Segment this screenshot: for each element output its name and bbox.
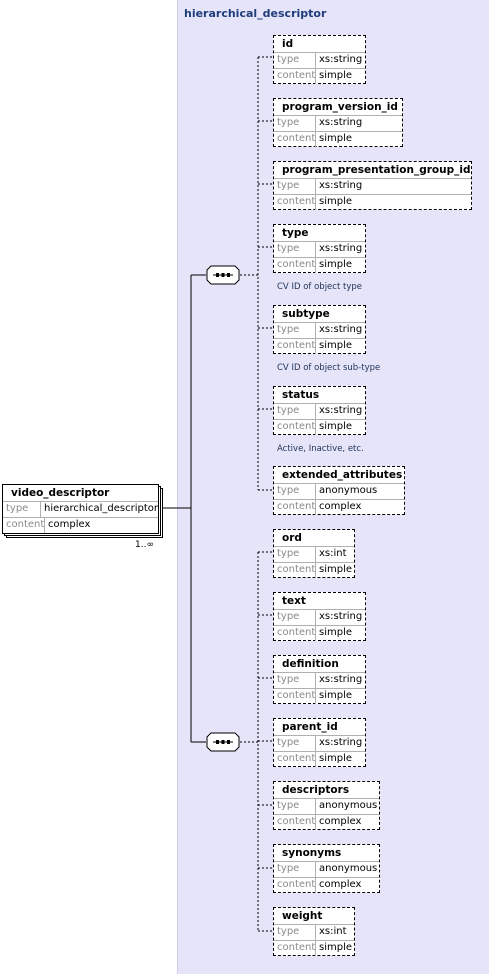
type-value: xs:string [319,324,363,335]
type-key: type [274,116,316,131]
element-name: id [282,38,294,50]
content-key: content [274,69,316,84]
content-value: simple [319,259,353,270]
content-key: content [274,626,316,641]
type-value: xs:int [319,548,347,559]
content-value: simple [319,196,353,207]
element-name: video_descriptor [11,487,110,499]
type-key: type [274,547,316,562]
type-key: type [274,53,316,68]
content-key: content [274,563,316,578]
element-annotation: CV ID of object type [277,282,362,292]
content-key: content [274,420,316,435]
type-key: type [274,673,316,688]
type-value: xs:int [319,926,347,937]
panel-title: hierarchical_descriptor [184,7,327,20]
content-key: content [274,878,316,893]
type-key: type [274,799,316,814]
type-key: type [274,242,316,257]
content-key: content [274,195,316,210]
content-value: simple [319,627,353,638]
type-key: type [274,610,316,625]
occurrence-label: 1..∞ [135,540,154,550]
element-name: extended_attributes [282,469,403,481]
element-name: program_version_id [282,101,398,113]
element-name: status [282,389,320,401]
type-value: xs:string [319,243,363,254]
element-name: parent_id [282,721,338,733]
content-value: complex [48,519,91,530]
content-key: content [3,518,45,533]
type-key: type [274,736,316,751]
type-value: anonymous [319,485,378,496]
type-value: xs:string [319,180,363,191]
content-value: simple [319,942,353,953]
content-value: simple [319,690,353,701]
element-name: ord [282,532,302,544]
content-key: content [274,941,316,956]
content-value: complex [319,816,362,827]
content-value: simple [319,753,353,764]
type-key: type [274,404,316,419]
content-value: simple [319,133,353,144]
type-value: xs:string [319,737,363,748]
element-name: definition [282,658,339,670]
type-key: type [274,323,316,338]
type-value: xs:string [319,54,363,65]
content-key: content [274,500,316,515]
element-name: descriptors [282,784,350,796]
type-value: xs:string [319,405,363,416]
element-name: synonyms [282,847,342,859]
content-key: content [274,339,316,354]
type-value: anonymous [319,800,378,811]
content-key: content [274,258,316,273]
content-key: content [274,815,316,830]
content-value: complex [319,501,362,512]
content-key: content [274,752,316,767]
element-name: text [282,595,306,607]
content-value: complex [319,879,362,890]
content-key: content [274,689,316,704]
sequence-compositor-icon[interactable] [206,732,240,752]
content-value: simple [319,421,353,432]
content-value: simple [319,340,353,351]
element-name: type [282,227,309,239]
type-key: type [274,179,316,194]
element-name: program_presentation_group_id [282,164,471,176]
element-name: subtype [282,308,330,320]
content-value: simple [319,564,353,575]
element-annotation: Active, Inactive, etc. [277,444,364,454]
type-value: xs:string [319,117,363,128]
element-name: weight [282,910,323,922]
content-value: simple [319,70,353,81]
type-key: type [3,502,41,517]
sequence-compositor-icon[interactable] [206,265,240,285]
type-value: xs:string [319,611,363,622]
type-key: type [274,925,316,940]
type-key: type [274,484,316,499]
element-annotation: CV ID of object sub-type [277,363,381,373]
type-key: type [274,862,316,877]
content-key: content [274,132,316,147]
type-value: hierarchical_descriptor [43,503,158,514]
type-value: xs:string [319,674,363,685]
type-value: anonymous [319,863,378,874]
